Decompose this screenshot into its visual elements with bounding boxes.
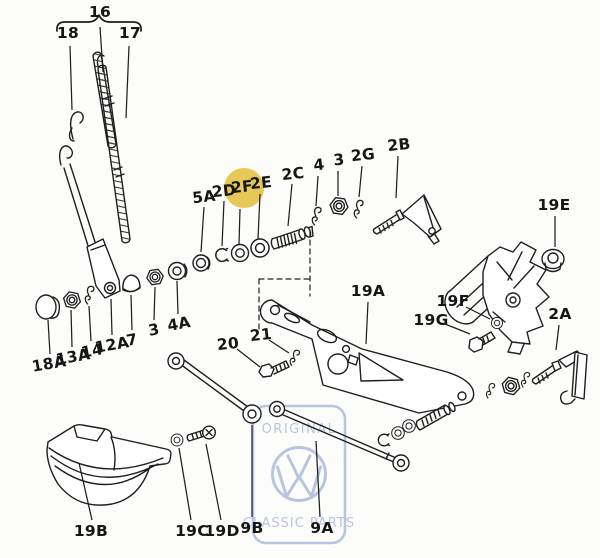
leader-line-4A	[176, 280, 179, 315]
leader-line-9A	[315, 440, 321, 518]
part-washer-under-frame-1	[391, 426, 405, 440]
part-5a-spacer	[192, 254, 211, 272]
wiper-motor	[444, 241, 550, 355]
part-14-clips	[83, 285, 97, 305]
part-nut-near-2a	[499, 375, 523, 397]
part-2e-washer	[250, 238, 270, 258]
part-2f-washer	[230, 243, 250, 263]
part-18-clip	[68, 111, 84, 142]
group-brace	[56, 14, 142, 32]
leader-line-2F	[238, 208, 241, 245]
watermark-line1: ORIGINAL	[262, 422, 337, 437]
leader-line-2B	[395, 155, 399, 199]
part-shaft-under-frame	[415, 401, 456, 431]
leader-line-2A	[555, 324, 560, 351]
part-2c-pivot-shaft	[270, 225, 314, 250]
part-13a-nut	[61, 290, 83, 310]
leader-line-19F	[465, 306, 491, 320]
part-4a-bushing	[167, 261, 188, 281]
leader-line-17	[125, 45, 130, 119]
leader-line-2D	[221, 200, 225, 247]
leader-line-4-upper	[315, 175, 319, 207]
leader-line-19A	[365, 301, 369, 345]
part-3-left-nut	[145, 268, 165, 286]
leader-line-19D	[205, 443, 222, 521]
part-12a-wiper-arm	[59, 145, 121, 299]
leader-line-2G	[358, 165, 363, 198]
part-circlip-under-frame	[377, 433, 391, 447]
leader-line-19C	[178, 447, 192, 521]
part-2g-clips	[352, 199, 366, 219]
part-2d-circlip	[215, 247, 229, 263]
part-19c-washer	[170, 433, 184, 447]
highlight-layer	[224, 168, 264, 208]
leader-line-5A	[200, 206, 205, 253]
part-2b-crank	[372, 194, 442, 245]
leader-line-20	[236, 348, 261, 368]
vw-classic-parts-watermark: ORIGINAL CLASSIC PARTS	[243, 404, 355, 545]
part-21-clip	[289, 349, 301, 367]
part-18a-cap	[35, 294, 61, 320]
part-4-clips	[310, 206, 324, 226]
leader-line-16	[99, 26, 104, 73]
part-7-cap-nut	[122, 274, 141, 293]
leader-line-18	[69, 45, 73, 111]
part-9b-link-rod	[167, 352, 262, 424]
part-20-bolt	[258, 360, 290, 378]
watermark-line2: CLASSIC PARTS	[243, 516, 355, 531]
leader-line-12A	[110, 298, 113, 336]
part-19b-cover	[46, 423, 172, 506]
assembly-guide-dashed	[258, 230, 311, 330]
part-3-upper-nut	[328, 196, 350, 216]
leader-line-13A	[70, 309, 73, 348]
part-clips-near-2a-1	[485, 382, 496, 399]
part-washer-under-frame-2	[402, 419, 416, 433]
leader-line-7	[130, 294, 133, 331]
part-19d-screw	[186, 425, 216, 442]
vw-logo-icon	[271, 446, 327, 502]
leader-lines	[47, 26, 560, 521]
part-19e-grommet	[541, 248, 565, 273]
part-19a-frame	[259, 299, 475, 414]
leader-line-14	[88, 305, 92, 342]
part-19g-bolt	[468, 331, 496, 353]
leader-line-19G	[444, 323, 471, 335]
part-16-17-wiper-blade	[92, 51, 131, 244]
highlight-circle-2F	[224, 168, 264, 208]
leader-line-2C	[287, 183, 293, 227]
part-clips-near-2a-2	[520, 371, 531, 388]
part-19f-washer	[490, 316, 504, 330]
leader-line-3-left	[153, 286, 156, 321]
leader-line-18A	[47, 319, 51, 355]
part-2a-crank	[531, 350, 588, 405]
part-9a-link-rod	[268, 400, 410, 472]
leader-line-19B	[78, 462, 93, 521]
leader-line-2E	[257, 193, 261, 240]
leader-line-21	[268, 339, 290, 354]
